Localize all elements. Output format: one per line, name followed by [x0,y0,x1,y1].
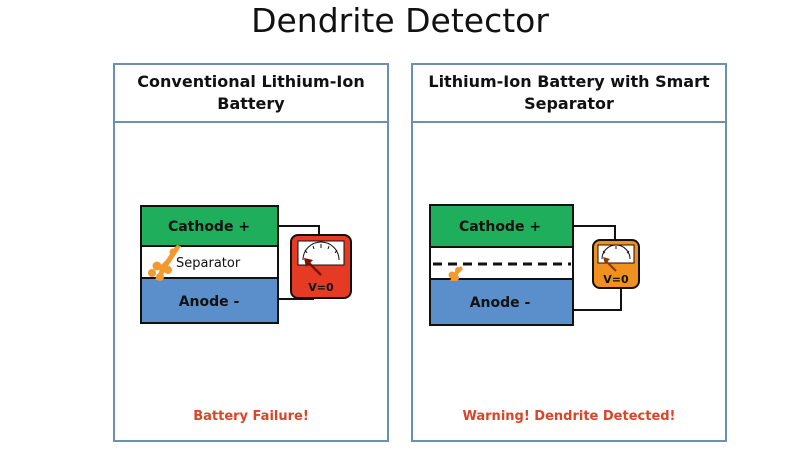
cathode-label: Cathode + [168,219,250,235]
anode-wire [573,287,622,311]
dendrite-icon [448,266,463,281]
anode-layer [140,277,279,324]
smart-separator-panel: Lithium-Ion Battery with Smart Separator… [411,63,727,442]
status-message: Warning! Dendrite Detected! [463,409,676,424]
battery-diagram: Cathode + Anode - V=0 Warning! Dendrite … [429,204,676,424]
anode-label: Anode - [179,294,240,310]
cathode-layer [140,205,279,247]
dendrite-icon [148,245,181,281]
conventional-battery-panel: Conventional Lithium-Ion Battery Cathode… [113,63,389,442]
separator-layer [140,245,279,279]
voltmeter-icon [592,239,640,289]
page-title: Dendrite Detector [251,1,549,40]
cathode-wire [573,225,616,244]
meter-reading: V=0 [603,273,629,286]
panel-title: Lithium-Ion Battery with Smart Separator [428,72,710,113]
anode-label: Anode - [470,295,531,311]
separator-label: Separator [176,256,241,271]
meter-reading: V=0 [308,281,334,294]
voltmeter-icon [290,234,352,299]
battery-diagram: Cathode + Separator Anode - [140,205,352,424]
panel-header: Conventional Lithium-Ion Battery [115,65,387,123]
cathode-label: Cathode + [459,219,541,235]
panel-title: Conventional Lithium-Ion Battery [137,72,365,113]
anode-layer [429,278,574,326]
status-message: Battery Failure! [193,409,309,424]
panel-header: Lithium-Ion Battery with Smart Separator [413,65,725,123]
